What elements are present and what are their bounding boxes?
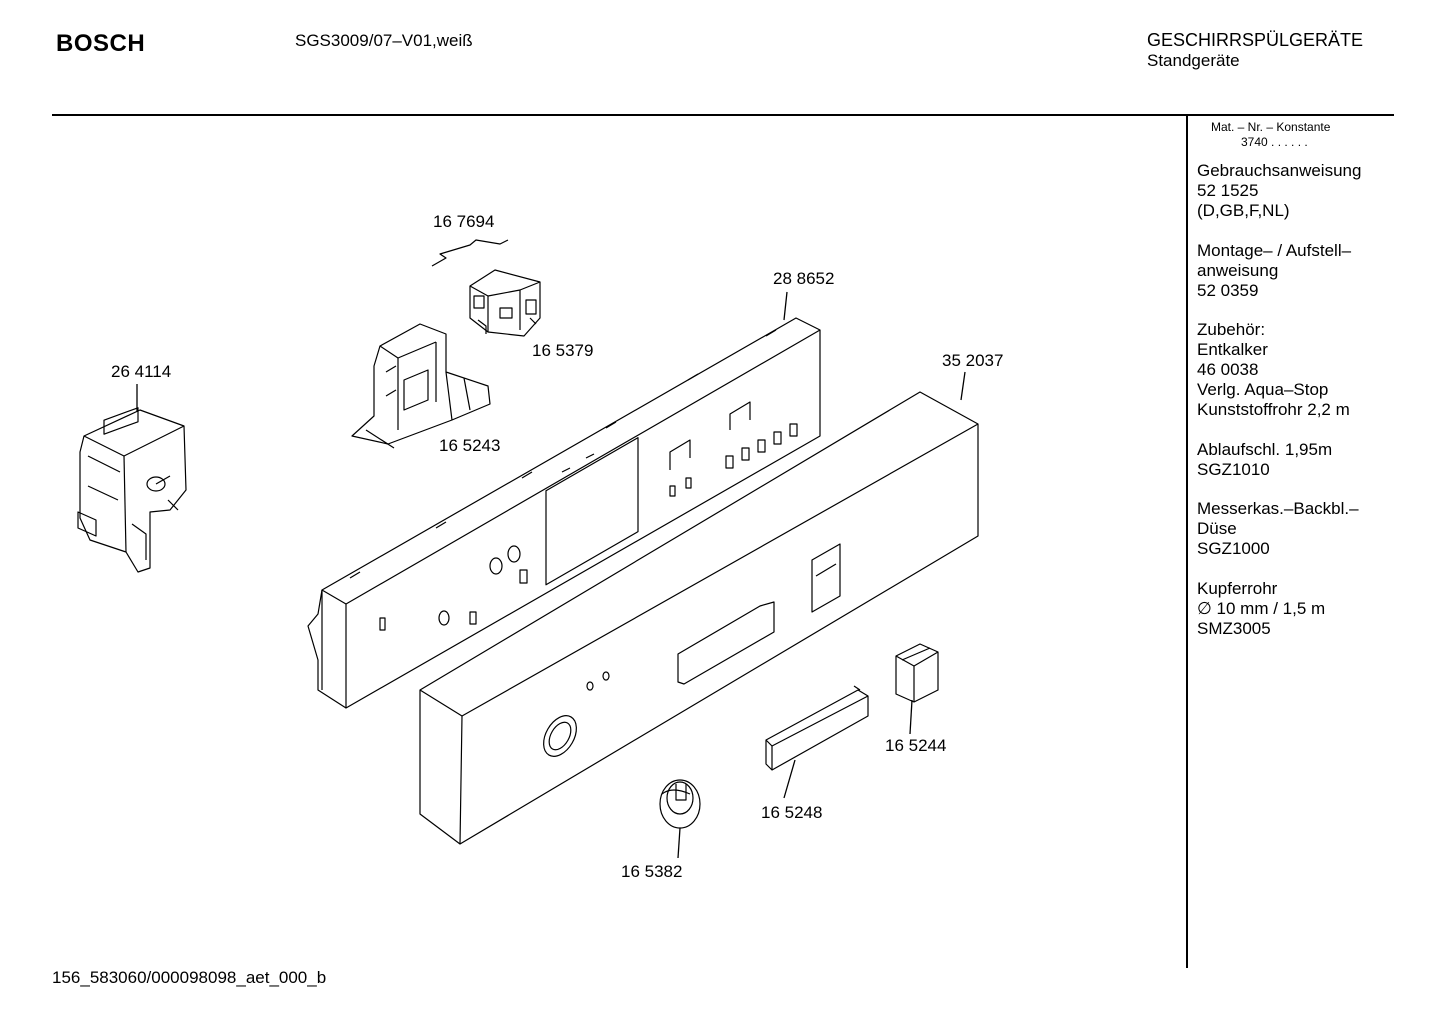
part-label-165382: 16 5382: [621, 862, 683, 881]
material-number-value: 3740 . . . . . .: [1241, 135, 1308, 149]
sidebar-line: Zubehör:: [1197, 320, 1266, 339]
sidebar-block-accessories: Zubehör: Entkalker 46 0038 Verlg. Aqua–S…: [1197, 320, 1350, 420]
subcategory-title: Standgeräte: [1147, 51, 1240, 70]
leader-lines: [137, 292, 965, 858]
sidebar-line: Montage– / Aufstell–: [1197, 241, 1352, 260]
sidebar-line: Verlg. Aqua–Stop: [1197, 380, 1329, 399]
sidebar-block-installation: Montage– / Aufstell– anweisung 52 0359: [1197, 241, 1351, 301]
control-module-part: [78, 408, 186, 572]
brand-logo: BOSCH: [56, 30, 146, 57]
sidebar-divider: [1186, 116, 1188, 968]
sidebar-line: Messerkas.–Backbl.–: [1197, 499, 1359, 518]
header-divider: [52, 114, 1394, 116]
sidebar-line: SGZ1000: [1197, 539, 1270, 558]
sidebar-line: (D,GB,F,NL): [1197, 201, 1290, 220]
material-number-title: Mat. – Nr. – Konstante: [1211, 120, 1331, 134]
part-label-352037: 35 2037: [942, 351, 1004, 370]
panel-frame-part: [308, 318, 820, 708]
sidebar-line: 52 0359: [1197, 281, 1259, 300]
sidebar-line: Kupferrohr: [1197, 579, 1278, 598]
sidebar-line: SGZ1010: [1197, 460, 1270, 479]
sidebar-line: Ablaufschl. 1,95m: [1197, 440, 1333, 459]
sidebar-line: Gebrauchsanweisung: [1197, 161, 1362, 180]
part-label-165379: 16 5379: [532, 341, 594, 360]
sidebar-line: Kunststoffrohr 2,2 m: [1197, 400, 1350, 419]
sidebar-line: 52 1525: [1197, 181, 1259, 200]
sidebar-line: Entkalker: [1197, 340, 1268, 359]
part-label-264114: 26 4114: [111, 362, 172, 381]
part-label-165243: 16 5243: [439, 436, 501, 455]
bracket-part: [352, 324, 490, 448]
switch-module-part: [470, 270, 540, 336]
sidebar-block-nozzle: Messerkas.–Backbl.– Düse SGZ1000: [1197, 499, 1359, 559]
part-label-167694: 16 7694: [433, 212, 495, 231]
model-number: SGS3009/07–V01,weiß: [295, 31, 473, 50]
fascia-panel-part: [420, 392, 978, 844]
sidebar-block-manual: Gebrauchsanweisung 52 1525 (D,GB,F,NL): [1197, 161, 1361, 221]
sidebar-block-drain-hose: Ablaufschl. 1,95m SGZ1010: [1197, 440, 1332, 480]
sidebar-line: anweisung: [1197, 261, 1279, 280]
button-cap-part: [896, 644, 938, 702]
part-label-165244: 16 5244: [885, 736, 947, 755]
sidebar-line: 46 0038: [1197, 360, 1259, 379]
sidebar-line: Düse: [1197, 519, 1237, 538]
rotary-knob-part: [660, 780, 700, 828]
part-label-288652: 28 8652: [773, 269, 835, 288]
part-label-165248: 16 5248: [761, 803, 823, 822]
drawing-code: 156_583060/000098098_aet_000_b: [52, 968, 327, 987]
sidebar-line: ∅ 10 mm / 1,5 m: [1197, 599, 1326, 618]
indicator-strip-part: [766, 686, 868, 770]
sidebar-block-copper-pipe: Kupferrohr ∅ 10 mm / 1,5 m SMZ3005: [1197, 579, 1325, 639]
sidebar-line: SMZ3005: [1197, 619, 1271, 638]
category-title: GESCHIRRSPÜLGERÄTE: [1147, 30, 1364, 50]
spring-clip-part: [432, 240, 508, 266]
